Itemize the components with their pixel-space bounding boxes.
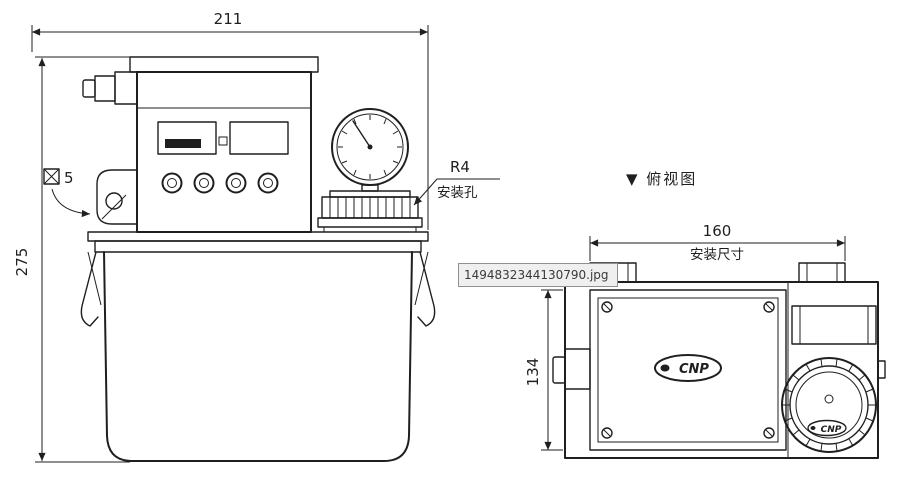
- cap-knurling: [782, 358, 876, 452]
- square-5-callout: 5: [43, 168, 91, 218]
- square-dim-value: 5: [64, 169, 74, 187]
- dim-mount-label: 安装尺寸: [690, 247, 744, 263]
- side-tab: [877, 360, 886, 379]
- corner-screw-3: [601, 427, 613, 439]
- filename-tooltip: 1494832344130790.jpg: [458, 263, 618, 287]
- r4-hole-label: 安装孔: [437, 185, 478, 201]
- dim-height-value: 275: [13, 248, 31, 277]
- tank-flange-outer: [87, 231, 429, 242]
- pressure-gauge: [331, 108, 409, 192]
- tank-body: [103, 251, 413, 462]
- cap-cnp-text: CNP: [821, 425, 842, 435]
- corner-screw-1: [601, 301, 613, 313]
- panel-button-3: [225, 172, 247, 194]
- dim-width: 211: [31, 10, 429, 230]
- filler-cap-front: [317, 190, 423, 232]
- pump-module-top: CNP: [552, 289, 787, 451]
- tank-flange-inner: [94, 240, 422, 253]
- control-unit-lid: [129, 56, 319, 73]
- square-symbol-icon: [43, 168, 60, 185]
- top-view: ▼ 俯视图 160 安装尺寸 134: [524, 170, 886, 459]
- display-separator: [218, 136, 228, 146]
- mount-plate: [96, 169, 138, 225]
- left-clamp: [80, 251, 102, 327]
- panel-button-1: [161, 172, 183, 194]
- control-unit: [82, 56, 319, 233]
- dim-width-value: 211: [214, 10, 243, 28]
- dim-mount-value: 160: [703, 222, 732, 240]
- gauge-housing-top: [791, 305, 877, 345]
- cnp-logo-text: CNP: [679, 362, 709, 377]
- filler-cap-top: CNP: [781, 357, 877, 453]
- cable-gland: [82, 71, 138, 105]
- dim-depth-value: 134: [524, 358, 542, 387]
- cnp-logo: CNP: [654, 354, 722, 382]
- top-view-title: ▼ 俯视图: [626, 170, 697, 188]
- dim-mount-width: 160 安装尺寸: [589, 222, 846, 263]
- gauge-needle: [352, 120, 371, 148]
- front-view: 211 275: [13, 10, 500, 463]
- control-unit-body: [136, 71, 312, 233]
- reservoir-tank: [87, 231, 429, 462]
- display-left: [157, 121, 217, 155]
- top-view-body: CNP: [552, 262, 886, 459]
- panel-button-4: [257, 172, 279, 194]
- r4-value: R4: [450, 158, 470, 176]
- panel-button-2: [193, 172, 215, 194]
- right-clamp: [414, 251, 436, 327]
- cap-cnp-logo: CNP: [807, 419, 847, 437]
- r4-callout: R4 安装孔: [413, 158, 500, 206]
- dim-height: 275: [13, 56, 130, 463]
- corner-screw-4: [763, 427, 775, 439]
- dim-depth: 134: [524, 289, 563, 451]
- gauge-ticks: [338, 115, 402, 179]
- cable-gland-top: [552, 348, 591, 390]
- right-clamp-tab: [798, 262, 846, 283]
- corner-screw-2: [763, 301, 775, 313]
- display-right: [229, 121, 289, 155]
